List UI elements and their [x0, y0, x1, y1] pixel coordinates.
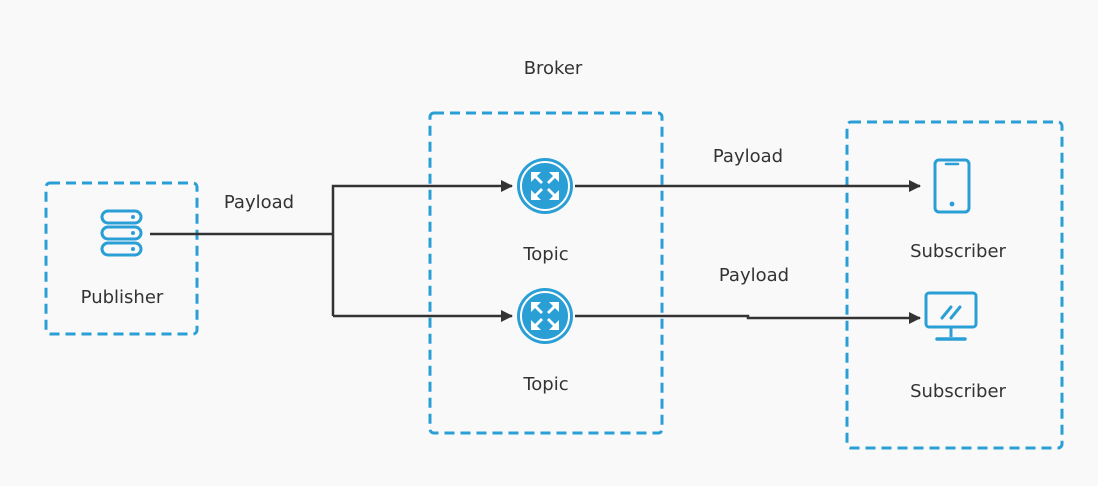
smartphone-icon [933, 158, 971, 214]
payload-label-topic-1: Payload [713, 146, 783, 167]
subscriber-2-label: Subscriber [910, 381, 1006, 402]
connector-to-topic-1 [331, 180, 513, 316]
topic-2-label: Topic [522, 374, 568, 395]
publisher-box [44, 181, 199, 336]
broker-box [428, 111, 664, 435]
payload-label-publisher: Payload [224, 192, 294, 213]
topic-1-label: Topic [522, 244, 568, 265]
subscriber-1-label: Subscriber [910, 241, 1006, 262]
router-icon [517, 288, 573, 344]
publisher-label: Publisher [81, 287, 164, 308]
router-icon [517, 158, 573, 214]
monitor-icon [924, 291, 978, 341]
broker-label: Broker [524, 58, 583, 79]
server-stack-icon [100, 209, 143, 257]
subscriber-box [845, 120, 1064, 450]
connector-topic-2-to-subscriber-2 [575, 312, 921, 324]
payload-label-topic-2: Payload [719, 265, 789, 286]
